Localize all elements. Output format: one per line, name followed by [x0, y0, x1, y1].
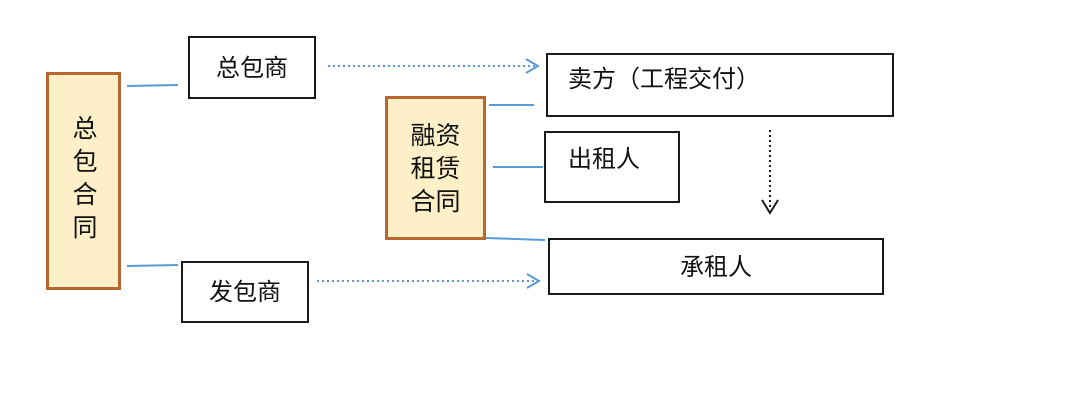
- general-contract-label: 总包合同: [69, 115, 98, 247]
- employer-label: 发包商: [209, 278, 281, 306]
- seller-label: 卖方（工程交付）: [568, 65, 760, 93]
- employer-box: 发包商: [181, 261, 309, 323]
- lease-contract-box: 融资 租赁 合同: [385, 96, 486, 240]
- connector-lease-to-lessee: [485, 237, 546, 241]
- arrow-employer-to-lessee-head: [526, 273, 541, 289]
- lessee-label: 承租人: [680, 252, 752, 281]
- lease-contract-line-2: 租赁: [410, 153, 461, 183]
- lease-contract-line-1: 融资: [410, 120, 461, 150]
- lessor-label: 出租人: [568, 145, 640, 173]
- lessee-box: 承租人: [548, 238, 884, 295]
- arrow-contractor-to-seller-head: [525, 58, 540, 74]
- lessor-box: 出租人: [544, 131, 680, 203]
- general-contractor-label: 总包商: [216, 53, 288, 82]
- connector-general-to-employer: [126, 264, 179, 267]
- general-contractor-box: 总包商: [188, 36, 316, 99]
- seller-box: 卖方（工程交付）: [546, 53, 894, 117]
- connector-general-to-contractor: [126, 84, 179, 87]
- lease-contract-line-3: 合同: [410, 186, 461, 216]
- arrow-seller-to-lessee-head: [761, 199, 779, 215]
- general-contract-box: 总包合同: [46, 72, 121, 290]
